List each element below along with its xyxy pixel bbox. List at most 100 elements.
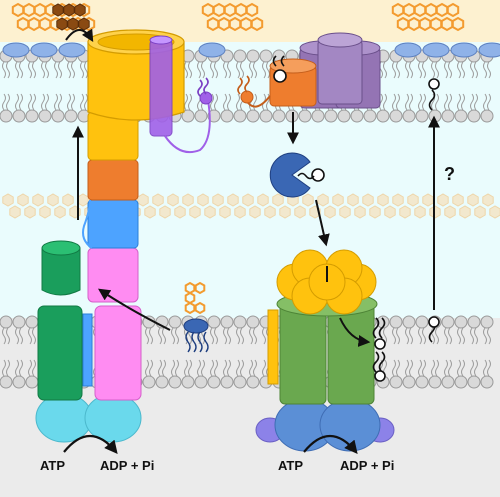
peptidoglycan-unit: [2, 193, 14, 207]
peptidoglycan-unit: [407, 193, 419, 207]
lipid-head: [272, 109, 286, 123]
peptidoglycan-unit: [227, 193, 239, 207]
lipid-tail: [28, 61, 36, 79]
lpte-anchor-head: [199, 91, 213, 105]
lipid-head: [207, 375, 221, 389]
lipid-head: [233, 109, 247, 123]
lipid-head: [415, 315, 429, 329]
lps-head: [478, 42, 500, 58]
lipid-head: [194, 375, 208, 389]
lipid-head: [454, 109, 468, 123]
lps-head: [394, 42, 422, 58]
lipid-tail: [197, 359, 205, 377]
lipid-tail: [470, 93, 478, 111]
lipoprotein-in-lolb: [272, 55, 287, 83]
peptidoglycan-unit: [272, 193, 284, 207]
lipid-tail: [392, 359, 400, 377]
lipid-tail: [2, 327, 10, 345]
peptidoglycan-unit: [197, 193, 209, 207]
peptidoglycan-unit: [137, 193, 149, 207]
lipid-tail: [197, 61, 205, 79]
lps-head: [2, 42, 30, 58]
lps-head: [422, 42, 450, 58]
lps-sugar-hex: [446, 2, 460, 18]
lipid-head: [207, 109, 221, 123]
peptidoglycan-unit: [392, 193, 404, 207]
lipid-tail: [418, 61, 426, 79]
lipid-tail: [483, 359, 491, 377]
lipid-head: [259, 49, 273, 63]
lipid-tail: [249, 327, 257, 345]
lipid-tail: [405, 327, 413, 345]
peptidoglycan-unit: [54, 205, 66, 219]
lps-sugar-hex: [451, 16, 465, 32]
atp-hydrolysis-arrow-right: [303, 435, 358, 455]
lptg-transmembrane-pink: [94, 305, 142, 401]
lipid-tail: [483, 327, 491, 345]
lptc-blue-strip: [82, 313, 93, 387]
lipid-tail: [28, 327, 36, 345]
peptidoglycan-unit: [467, 193, 479, 207]
lps-molecule-inner: [183, 281, 209, 353]
lipid-head: [25, 109, 39, 123]
peptidoglycan-unit: [152, 193, 164, 207]
lipid-tail: [80, 93, 88, 111]
lipid-tail: [184, 61, 192, 79]
peptidoglycan-unit: [294, 205, 306, 219]
lipid-tail: [457, 359, 465, 377]
lipid-head: [311, 109, 325, 123]
lipid-head: [246, 49, 260, 63]
lipid-head: [25, 375, 39, 389]
peptidoglycan-unit: [482, 193, 494, 207]
lipoproteins-inner-membrane: [372, 316, 440, 382]
lipid-head: [324, 109, 338, 123]
lipid-head: [12, 315, 26, 329]
atp-label-left: ATP: [40, 458, 65, 473]
peptidoglycan-unit: [234, 205, 246, 219]
lipid-head: [467, 375, 481, 389]
peptidoglycan-unit: [159, 205, 171, 219]
lipid-tail: [418, 359, 426, 377]
lipid-head: [220, 315, 234, 329]
lps-sugar-hex: [184, 301, 196, 315]
lipid-tail: [54, 93, 62, 111]
lipid-tail: [249, 61, 257, 79]
lipid-tail: [457, 61, 465, 79]
peptidoglycan-unit: [167, 193, 179, 207]
peptidoglycan-unit: [444, 205, 456, 219]
lipid-tail: [28, 359, 36, 377]
lole-yellow-flower: [276, 249, 377, 315]
lipid-tail: [444, 359, 452, 377]
lipid-tail: [2, 93, 10, 111]
lps-inserted-hex: [52, 3, 64, 17]
lipid-head: [142, 375, 156, 389]
peptidoglycan-unit: [257, 193, 269, 207]
adp-label-left: ADP + Pi: [100, 458, 154, 473]
lpt-green-cap: [41, 247, 81, 296]
lipid-head: [51, 109, 65, 123]
lps-extraction-arrow: [98, 288, 171, 331]
peptidoglycan-unit: [489, 205, 500, 219]
lipid-head: [298, 109, 312, 123]
peptidoglycan-unit: [9, 205, 21, 219]
peptidoglycan-unit: [414, 205, 426, 219]
peptidoglycan-unit: [62, 193, 74, 207]
lipid-tail: [184, 93, 192, 111]
lipid-head: [480, 109, 494, 123]
peptidoglycan-unit: [452, 193, 464, 207]
lipid-tail: [223, 93, 231, 111]
lipid-head: [454, 375, 468, 389]
lps-inserted-hex: [63, 3, 75, 17]
lipid-head: [233, 315, 247, 329]
lps-head: [58, 42, 86, 58]
lpte-lipid-tails: [197, 77, 209, 97]
lipid-head: [181, 109, 195, 123]
lipid-head: [441, 109, 455, 123]
lipid-tail: [392, 327, 400, 345]
peptidoglycan-unit: [242, 193, 254, 207]
lipid-tail: [431, 359, 439, 377]
lipid-tail: [15, 327, 23, 345]
lps-hexagon-layer: [11, 2, 465, 32]
lipid-tail: [431, 61, 439, 79]
lipid-tail: [184, 359, 192, 377]
